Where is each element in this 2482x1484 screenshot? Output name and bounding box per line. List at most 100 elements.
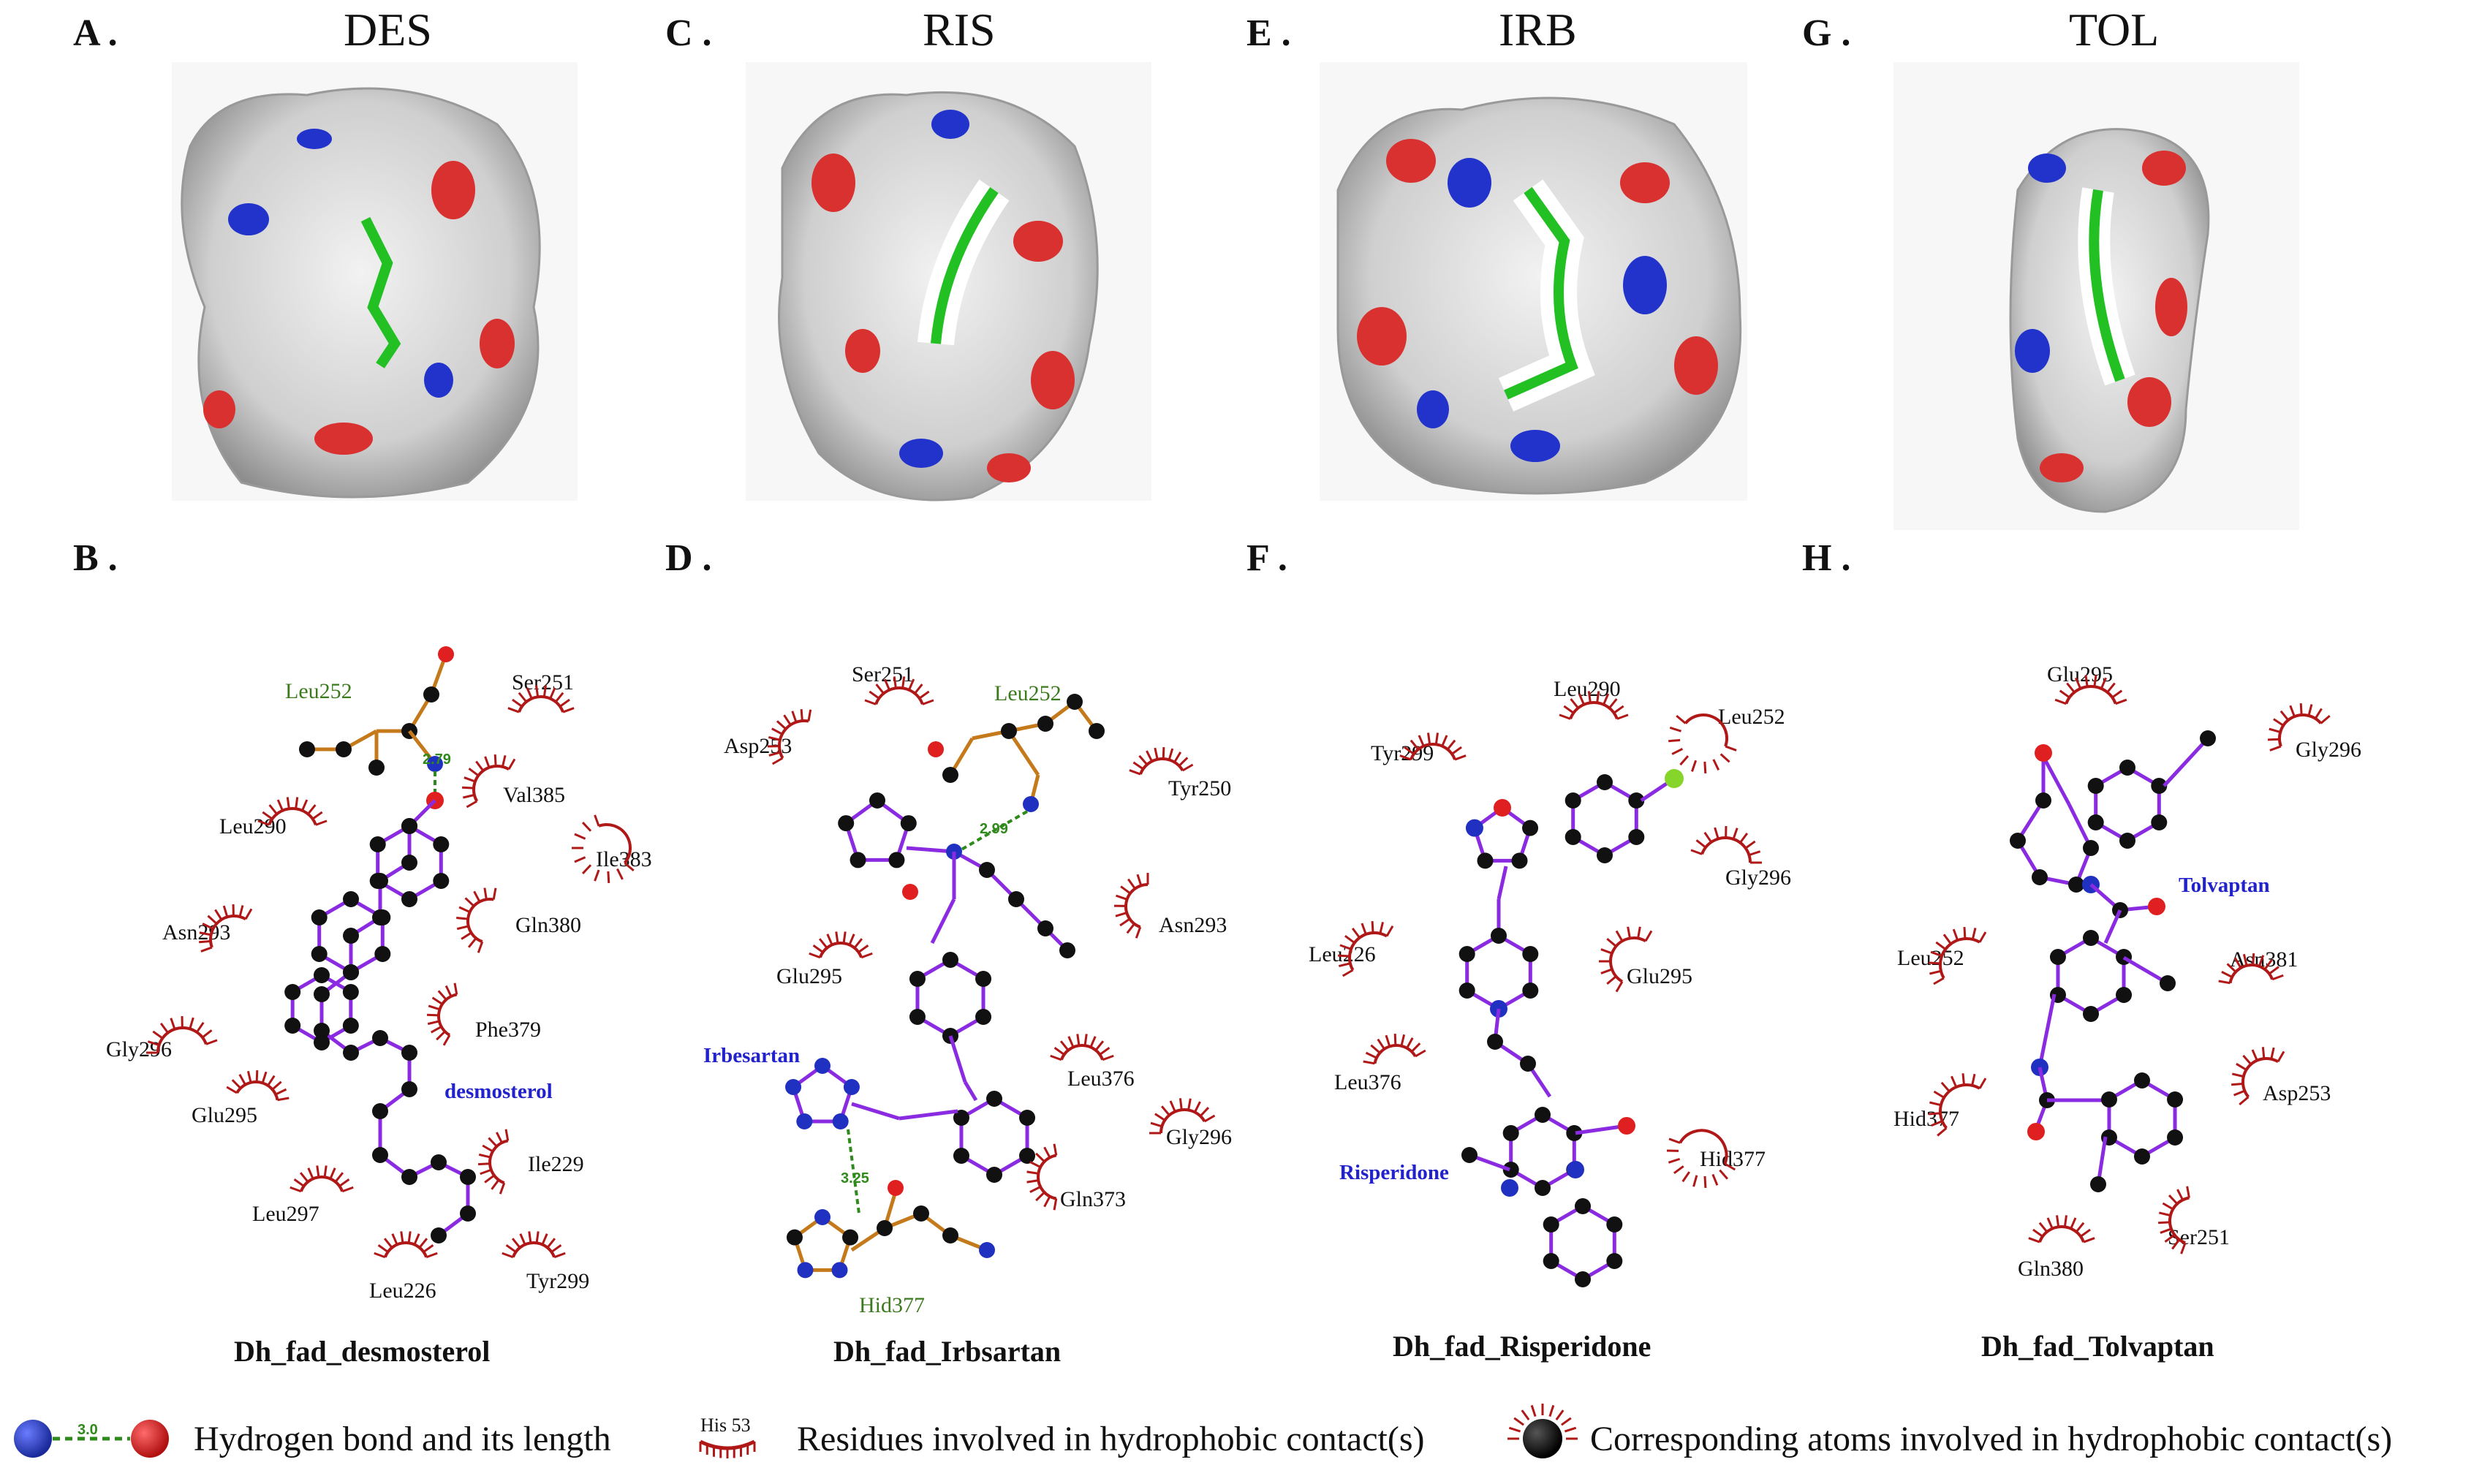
lash-spike: [307, 1167, 314, 1180]
lash-spike: [1606, 975, 1617, 985]
residue-Val385: Val385: [503, 783, 565, 807]
residue-Glu295: Glu295: [2047, 662, 2113, 686]
lash-spike: [1615, 930, 1624, 942]
hydrophobic-arc: [2218, 953, 2284, 985]
hydrophobic-arc: [1026, 1143, 1058, 1211]
legend-atom-symbol: [1507, 1404, 1578, 1458]
lash-spike: [214, 909, 223, 920]
atom: [888, 852, 905, 868]
lash-spike: [1644, 930, 1653, 942]
lash-arc: [1609, 936, 1646, 983]
lash-spike: [2063, 1215, 2067, 1227]
lash-spike: [1410, 739, 1420, 751]
hydrophobic-arc: [1929, 927, 1987, 985]
atom: [842, 1229, 859, 1246]
panel-G-header: G . TOL: [1802, 4, 2159, 56]
lash-spike: [1673, 1165, 1684, 1175]
lash-spike: [341, 1186, 354, 1193]
lash-spike: [1132, 761, 1144, 771]
bond: [2122, 955, 2169, 985]
lash-spike: [914, 684, 923, 694]
lash-spike: [391, 1233, 398, 1246]
residue-Leu252: Leu252: [285, 679, 352, 703]
lash-spike: [541, 1233, 548, 1246]
lash-spike: [807, 709, 812, 722]
atom: [368, 760, 385, 776]
lash-spike: [1418, 735, 1425, 747]
atom: [979, 1242, 995, 1258]
legend-spike: [1555, 1409, 1565, 1420]
lash-spike: [462, 793, 475, 799]
atom: [2148, 898, 2165, 915]
legend-residue-symbol: His 53: [699, 1415, 756, 1458]
lash-arc: [511, 1241, 556, 1258]
atom: [850, 852, 866, 868]
lash-spike: [501, 754, 507, 768]
legend-residue-text: Residues involved in hydrophobic contact…: [797, 1420, 1425, 1458]
lash-spike: [1150, 1121, 1162, 1128]
lash-spike: [1154, 747, 1159, 760]
lash-spike: [1681, 1171, 1691, 1183]
atom: [1565, 829, 1581, 845]
atom: [2087, 814, 2104, 830]
lash-spike: [423, 1244, 434, 1253]
lash-spike: [2269, 966, 2279, 975]
lash-spike: [908, 678, 915, 691]
lash-spike: [2279, 710, 2290, 722]
atom: [953, 1148, 969, 1164]
lash-arc: [1059, 1044, 1105, 1061]
atom: [832, 1113, 849, 1129]
atom: [2027, 1123, 2045, 1140]
lash-spike: [464, 776, 476, 783]
lash-spike: [2084, 675, 2089, 687]
atom: [433, 836, 450, 852]
lash-spike: [1337, 954, 1350, 958]
hydrophobic-arc: [507, 685, 575, 713]
lash-arc: [472, 765, 510, 802]
lash-spike: [1690, 849, 1703, 855]
hydrophobic-arc: [257, 797, 328, 826]
lash-spike: [2157, 1221, 2171, 1224]
hbond-length-2: 3.25: [841, 1170, 869, 1186]
lash-spike: [1942, 934, 1952, 945]
lash-arc: [437, 993, 458, 1037]
lash-spike: [1703, 761, 1707, 774]
atom: [1037, 716, 1053, 732]
atom: [1535, 1180, 1551, 1196]
hydrophobic-arc: [767, 709, 812, 765]
lash-spike: [1173, 752, 1182, 763]
residue-Tyr299: Tyr299: [526, 1269, 589, 1293]
lash-spike: [1026, 1170, 1039, 1175]
legend: 3.0 Hydrogen bond and its length His 53 …: [14, 1404, 2392, 1458]
atom: [1520, 1056, 1536, 1072]
atom: [1089, 723, 1105, 739]
lash-arc: [1159, 1108, 1206, 1134]
lash-spike: [1712, 759, 1720, 771]
bond: [963, 1080, 978, 1102]
lash-spike: [2028, 1237, 2040, 1243]
lash-arc: [1348, 931, 1388, 971]
atom: [2119, 760, 2135, 776]
atom: [343, 1045, 359, 1061]
residue-Gln373: Gln373: [1060, 1187, 1126, 1211]
lash-arc: [1679, 1129, 1728, 1165]
bond: [930, 898, 956, 944]
lash-spike: [562, 707, 575, 713]
lash-spike: [1365, 1051, 1377, 1059]
atom: [831, 1262, 848, 1279]
atom: [942, 1227, 958, 1243]
lash-spike: [1115, 912, 1127, 917]
residue-Gly296: Gly296: [1166, 1125, 1232, 1149]
lash-spike: [1415, 1049, 1426, 1058]
hydrophobic-arc: [1690, 825, 1762, 864]
panel-label-G: G .: [1802, 12, 1850, 54]
atom: [2032, 869, 2048, 885]
lash-spike: [581, 864, 592, 874]
lash-spike: [842, 931, 847, 944]
lash-spike: [2059, 689, 2070, 699]
atom: [1458, 946, 1475, 962]
lash-spike: [574, 833, 586, 840]
panel-title-TOL: TOL: [2069, 4, 2159, 56]
panel-label-A: A .: [73, 12, 118, 54]
